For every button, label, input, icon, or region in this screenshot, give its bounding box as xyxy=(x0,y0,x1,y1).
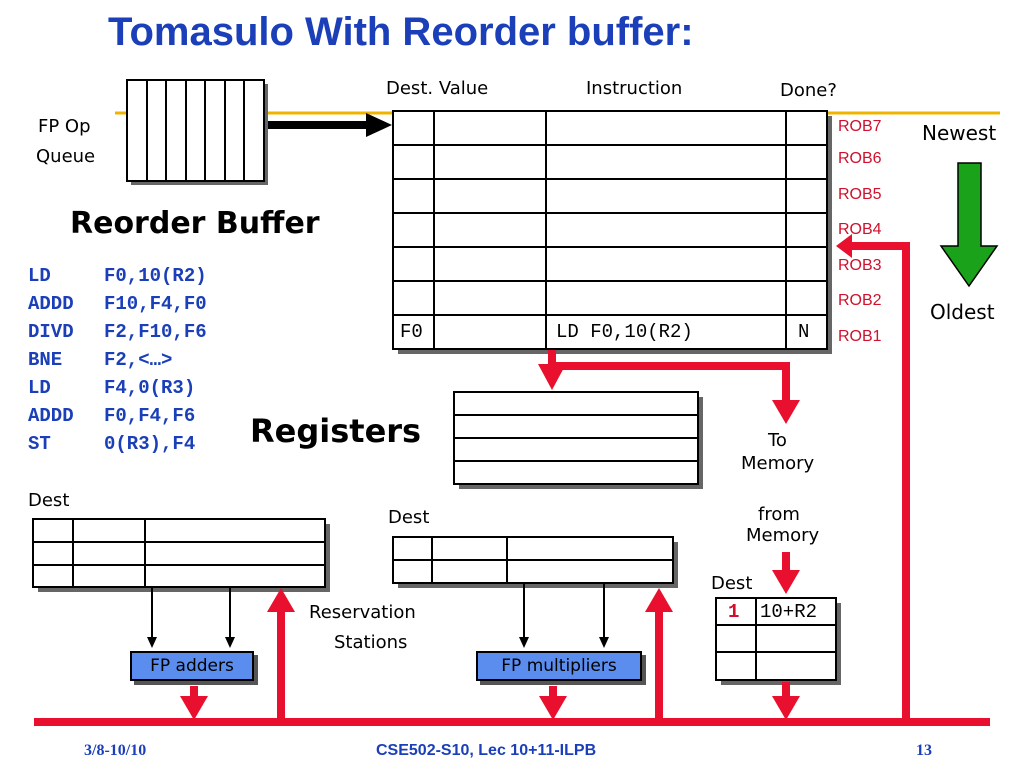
rob1-instruction: LD F0,10(R2) xyxy=(556,321,693,343)
reorder-buffer-table xyxy=(392,110,832,354)
queue-to-rob-arrow xyxy=(268,113,392,137)
rob3-label: ROB3 xyxy=(838,257,882,274)
dest-label-adders: Dest xyxy=(28,490,70,511)
rob-header-value: Value xyxy=(438,78,489,99)
rob4-label: ROB4 xyxy=(838,221,882,238)
registers-label: Registers xyxy=(250,412,422,450)
fp-adders-unit: FP adders xyxy=(130,651,254,681)
fp-op-label: FP Op xyxy=(38,116,91,137)
common-data-bus xyxy=(34,234,990,726)
from-memory-label: Memory xyxy=(746,525,820,546)
rob-header-dest-value: Dest. Value xyxy=(386,78,488,99)
page-title: Tomasulo With Reorder buffer: xyxy=(108,10,694,54)
footer-page-number: 13 xyxy=(916,742,932,759)
oldest-label: Oldest xyxy=(930,300,995,324)
load-buffer-address: 10+R2 xyxy=(760,601,818,623)
rob2-label: ROB2 xyxy=(838,292,882,309)
stations-label: Stations xyxy=(334,632,408,653)
fp-multipliers-unit: FP multipliers xyxy=(476,651,642,681)
rob-header-dest: Dest. xyxy=(386,78,434,99)
rob5-label: ROB5 xyxy=(838,186,882,203)
rs-to-units-arrows xyxy=(147,584,609,648)
fp-op-queue xyxy=(126,79,268,185)
reservation-stations-adders xyxy=(32,518,330,592)
dest-label-multipliers: Dest xyxy=(388,507,430,528)
load-buffer-table xyxy=(715,597,841,685)
newest-to-oldest-arrow xyxy=(939,162,999,288)
queue-label: Queue xyxy=(36,146,96,167)
dest-label-load-buffer: Dest xyxy=(711,573,753,594)
to-label: To xyxy=(768,430,787,451)
to-memory-label: Memory xyxy=(741,453,815,474)
registers-table xyxy=(453,391,703,489)
from-label: from xyxy=(758,504,800,525)
reservation-stations-multipliers xyxy=(392,536,678,588)
rob7-label: ROB7 xyxy=(838,118,882,135)
footer-date: 3/8-10/10 xyxy=(84,742,147,759)
load-buffer-dest: 1 xyxy=(728,601,740,623)
newest-label: Newest xyxy=(922,121,997,145)
reorder-buffer-label: Reorder Buffer xyxy=(70,206,320,241)
rob-header-instruction: Instruction xyxy=(586,78,683,99)
footer-course: CSE502-S10, Lec 10+11-ILPB xyxy=(376,742,597,759)
rob1-label: ROB1 xyxy=(838,328,882,345)
rob1-dest: F0 xyxy=(400,321,423,343)
rob6-label: ROB6 xyxy=(838,150,882,167)
rob-header-done: Done? xyxy=(780,80,837,101)
reservation-label: Reservation xyxy=(309,602,416,623)
rob1-done: N xyxy=(798,321,810,343)
